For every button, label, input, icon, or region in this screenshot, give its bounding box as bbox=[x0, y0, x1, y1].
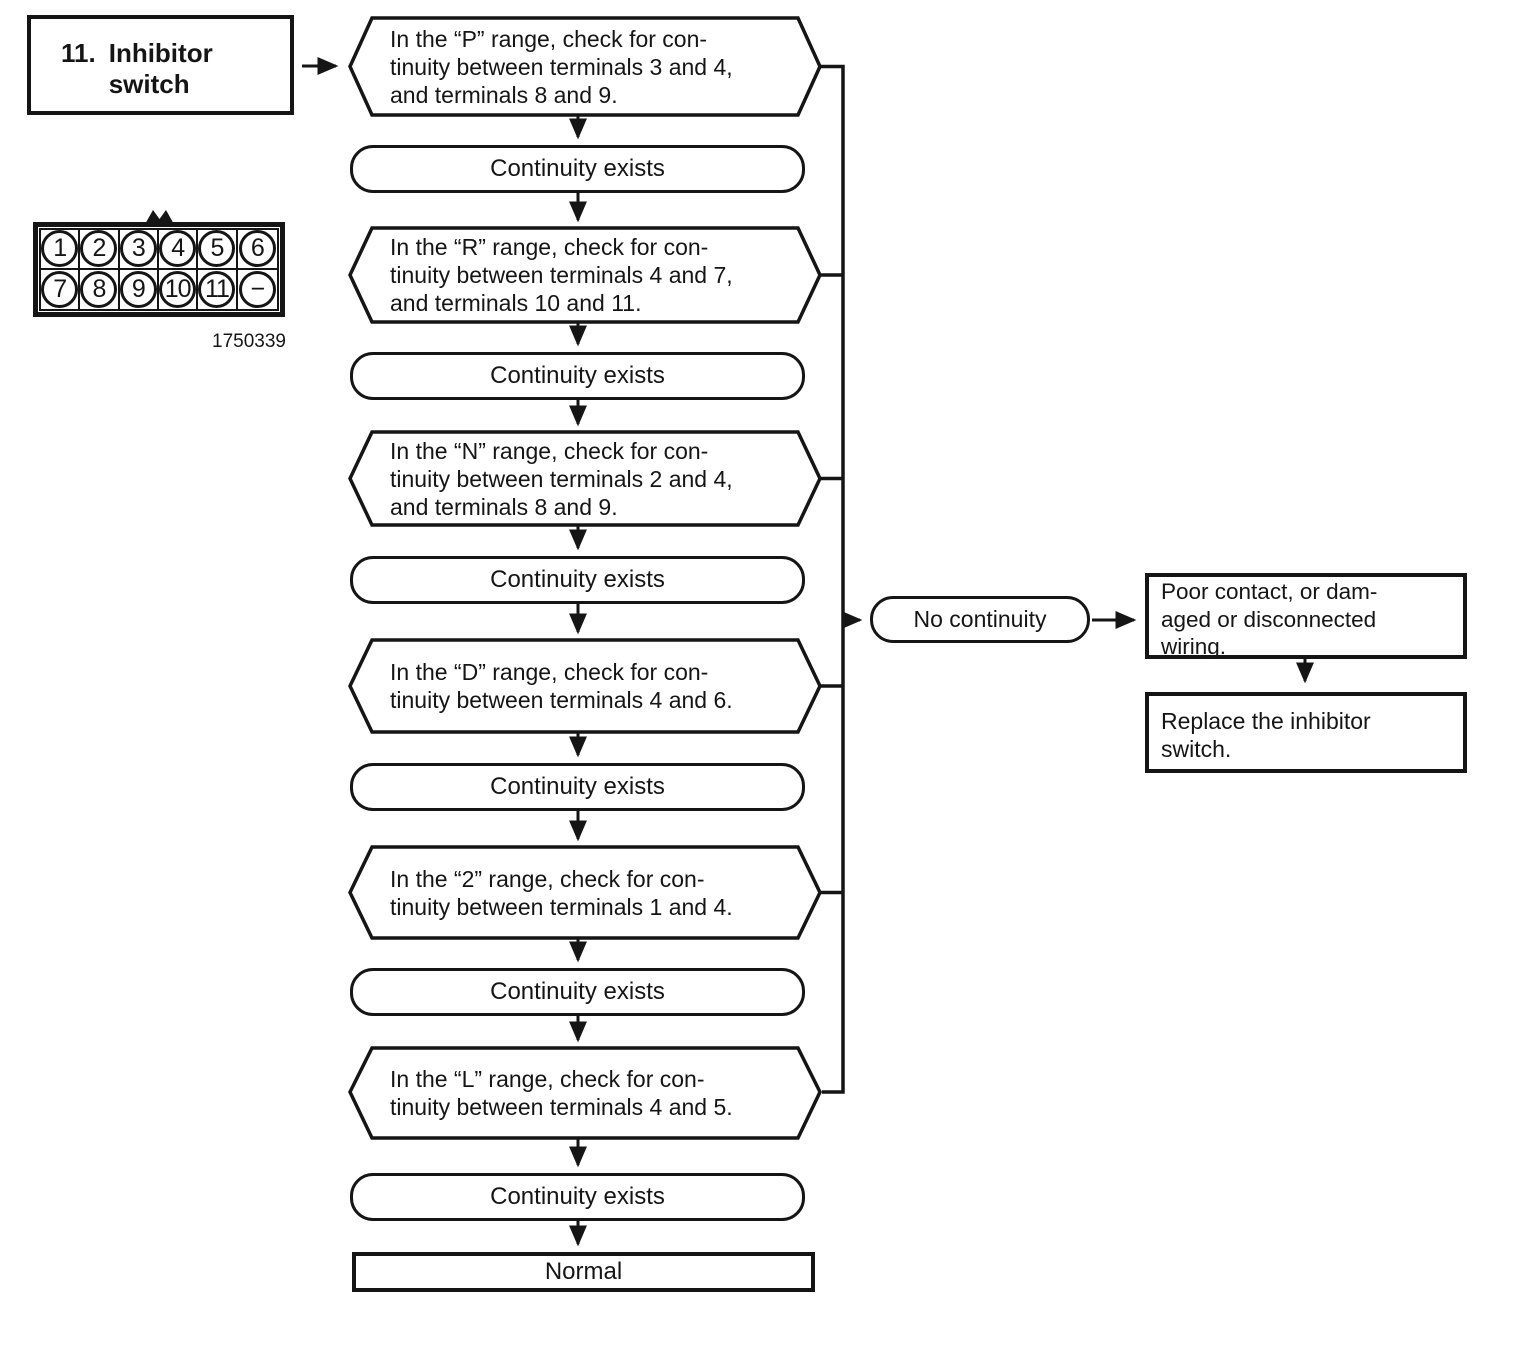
fail-rail-line bbox=[820, 64, 845, 1094]
connector-pin: 8 bbox=[80, 270, 118, 308]
figure-number: 1750339 bbox=[212, 331, 286, 352]
connector-pin: 9 bbox=[119, 270, 157, 308]
procedure-title-box: 11. Inhibitor switch bbox=[27, 15, 294, 115]
continuity-exists-capsule: Continuity exists bbox=[350, 352, 805, 400]
replace-switch-box: Replace the inhibitor switch. bbox=[1145, 692, 1467, 773]
continuity-exists-capsule: Continuity exists bbox=[350, 145, 805, 193]
check-step-hexagon bbox=[348, 1046, 822, 1140]
check-step-n: In the “N” range, check for con- tinuity… bbox=[390, 437, 733, 520]
connector-pin: 4 bbox=[159, 230, 197, 268]
connector-pinout-figure: 1 2 3 4 5 6 7 8 9 10 11 − bbox=[33, 222, 285, 317]
connector-pin: 6 bbox=[238, 230, 276, 268]
connector-pin: 2 bbox=[80, 230, 118, 268]
procedure-title: Inhibitor switch bbox=[108, 38, 213, 99]
connector-pin: 10 bbox=[159, 270, 197, 308]
connector-pin: 1 bbox=[41, 230, 79, 268]
continuity-exists-capsule: Continuity exists bbox=[350, 1173, 805, 1221]
connector-pin: 7 bbox=[41, 270, 79, 308]
fail-branch-arrows bbox=[841, 611, 1314, 684]
continuity-exists-capsule: Continuity exists bbox=[350, 968, 805, 1016]
continuity-exists-capsule: Continuity exists bbox=[350, 763, 805, 811]
procedure-number: 11. bbox=[61, 38, 96, 68]
connector-pin: − bbox=[238, 270, 276, 308]
connector-pin: 3 bbox=[119, 230, 157, 268]
connector-pin-grid: 1 2 3 4 5 6 7 8 9 10 11 − bbox=[39, 228, 279, 311]
continuity-exists-capsule: Continuity exists bbox=[350, 556, 805, 604]
check-step-d: In the “D” range, check for con- tinuity… bbox=[390, 659, 733, 713]
no-continuity-capsule: No continuity bbox=[870, 596, 1090, 643]
check-step-p: In the “P” range, check for con- tinuity… bbox=[390, 25, 733, 108]
check-step-hexagons bbox=[348, 16, 822, 1140]
check-step-2: In the “2” range, check for con- tinuity… bbox=[390, 865, 733, 920]
check-step-hexagon bbox=[348, 638, 822, 734]
check-step-l: In the “L” range, check for con- tinuity… bbox=[390, 1066, 733, 1120]
check-step-r: In the “R” range, check for con- tinuity… bbox=[390, 234, 733, 316]
connector-pin: 11 bbox=[198, 270, 236, 308]
connector-pin: 5 bbox=[198, 230, 236, 268]
poor-contact-box: Poor contact, or dam- aged or disconnect… bbox=[1145, 573, 1467, 659]
check-step-hexagon bbox=[348, 845, 822, 940]
check-step-hexagon bbox=[348, 226, 822, 324]
normal-result-box: Normal bbox=[352, 1252, 815, 1292]
check-step-hexagon bbox=[348, 430, 822, 527]
check-step-hexagon bbox=[348, 16, 822, 117]
